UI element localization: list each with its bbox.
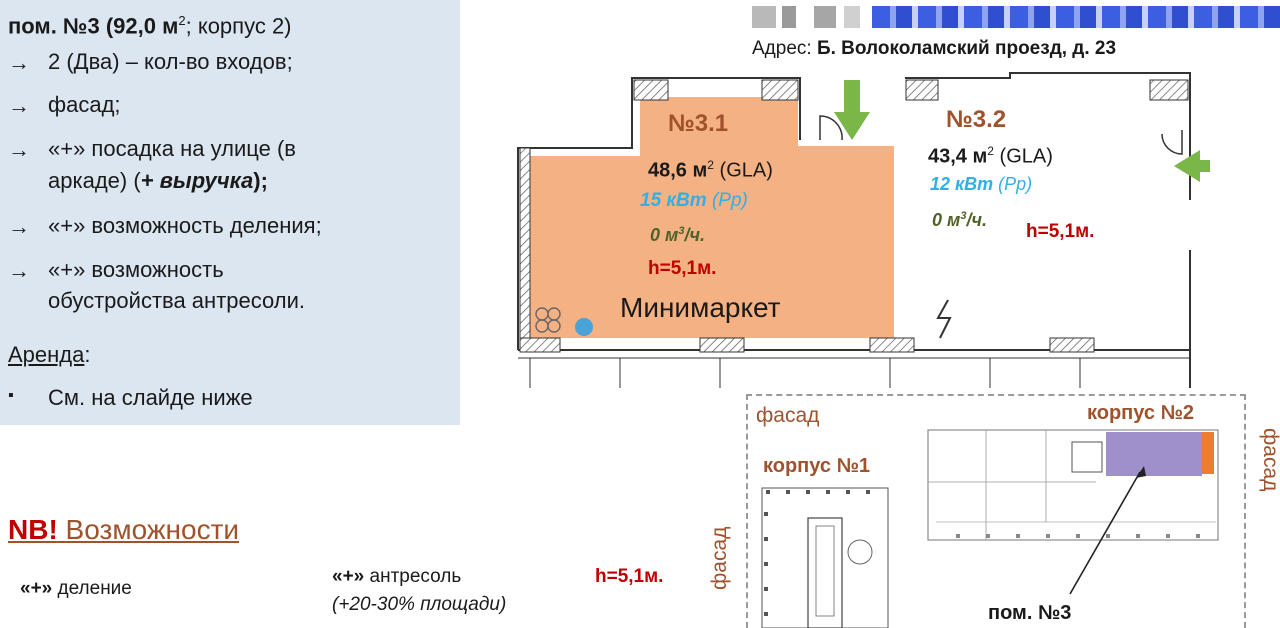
- nb-division: «+» деление: [20, 578, 132, 599]
- floor-plan: [517, 72, 1210, 388]
- premise-3-highlight: [1106, 432, 1202, 476]
- arrow-icon: →: [8, 137, 30, 162]
- arrow-icon: →: [8, 258, 30, 283]
- info-panel: пом. №3 (92,0 м2; корпус 2) → 2 (Два) – …: [0, 0, 460, 425]
- unit-31-power: 15 кВт (Рр): [640, 190, 748, 211]
- bullet-mezzanine-line2: обустройства антресоли.: [48, 288, 305, 313]
- bullet-mezzanine-line1: «+» возможность: [48, 257, 224, 282]
- unit-31-area: [526, 97, 894, 338]
- bullet-seating-line1: «+» посадка на улице (в: [48, 136, 296, 161]
- facade-left-label: фасад: [708, 526, 731, 590]
- unit-31-gas: 0 м3/ч.: [650, 225, 705, 245]
- arrow-icon: →: [8, 214, 30, 239]
- unit-31-name: №3.1: [668, 110, 729, 137]
- nb-height: h=5,1м.: [595, 566, 664, 587]
- bullet-entrances: 2 (Два) – кол-во входов;: [48, 49, 293, 74]
- arrow-icon: →: [8, 50, 30, 75]
- address: Адрес: Б. Волоколамский проезд, д. 23: [752, 38, 1117, 59]
- building-1-label: корпус №1: [763, 455, 870, 477]
- nb-mezzanine: «+» антресоль: [332, 566, 462, 587]
- nb-title: NB! Возможности: [8, 514, 240, 545]
- unit-31-tenant: Минимаркет: [620, 292, 781, 323]
- premise-3-label: пом. №3: [988, 602, 1072, 624]
- bullet-seating-line2: аркаде) (+ выручка);: [48, 168, 268, 193]
- site-plan: [746, 394, 1246, 628]
- facade-top-label: фасад: [756, 404, 820, 427]
- entry-arrow-icon: [1174, 150, 1210, 182]
- premise-title: пом. №3 (92,0 м2; корпус 2): [8, 13, 292, 39]
- arrow-icon: →: [8, 93, 30, 118]
- unit-32-height: h=5,1м.: [1026, 221, 1095, 242]
- unit-32-power: 12 кВт (Рр): [930, 174, 1033, 194]
- facade-marker: [1202, 432, 1214, 474]
- building-2-label: корпус №2: [1087, 402, 1194, 424]
- rent-heading: Аренда:: [8, 342, 91, 367]
- facade-right-label: фасад: [1259, 428, 1280, 492]
- unit-32-name: №3.2: [946, 106, 1007, 133]
- bullet-division: «+» возможность деления;: [48, 213, 322, 238]
- unit-31-area: 48,6 м2 (GLA): [648, 158, 773, 182]
- unit-32-gas: 0 м3/ч.: [932, 210, 987, 230]
- rent-text: См. на слайде ниже: [48, 385, 253, 410]
- bullet-facade: фасад;: [48, 92, 121, 117]
- square-bullet-icon: ▪: [8, 387, 14, 404]
- unit-31-height: h=5,1м.: [648, 258, 717, 279]
- unit-32-area: 43,4 м2 (GLA): [928, 144, 1053, 168]
- electricity-icon: [936, 299, 952, 339]
- blurred-header: [752, 6, 1280, 28]
- entry-arrow-icon: [834, 80, 870, 140]
- site-plan-drawing: [761, 429, 1219, 628]
- ventilation-icon: [535, 307, 561, 333]
- utility-point-icon: [575, 318, 593, 336]
- nb-mezzanine-note: (+20-30% площади): [332, 594, 507, 615]
